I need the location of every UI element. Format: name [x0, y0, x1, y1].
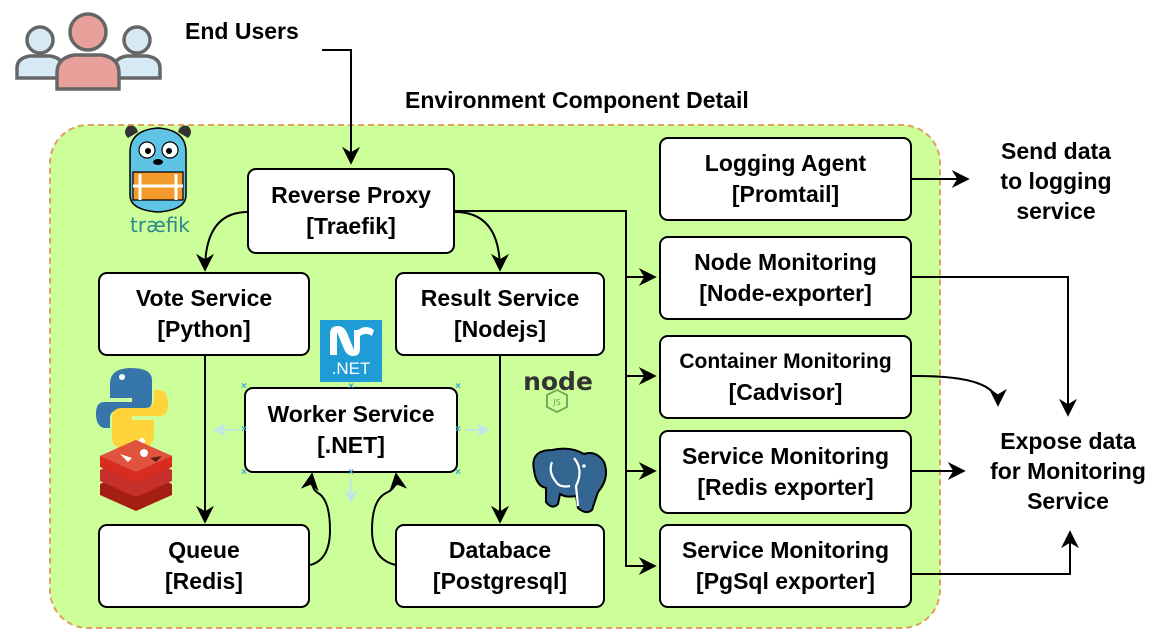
expose-monitoring-line-1: Expose data — [1000, 428, 1136, 454]
service-monitoring-redis-name: Service Monitoring — [681, 443, 890, 469]
service-monitoring-redis-box[interactable]: Service Monitoring [Redis exporter] — [659, 430, 912, 514]
result-service-box[interactable]: Result Service [Nodejs] — [395, 272, 605, 356]
reverse-proxy-tech: [Traefik] — [306, 213, 396, 239]
selection-handle[interactable]: × — [455, 381, 461, 392]
result-service-tech: [Nodejs] — [454, 316, 546, 342]
nodejs-logo-text: node — [523, 367, 593, 396]
edge-users-to-proxy — [322, 49, 360, 165]
expose-monitoring-line-2: for Monitoring — [990, 458, 1146, 484]
dotnet-logo-text: .NET — [332, 359, 371, 378]
node-monitoring-name: Node Monitoring — [694, 249, 877, 275]
result-service-name: Result Service — [420, 285, 580, 311]
queue-box[interactable]: Queue [Redis] — [98, 524, 310, 608]
edge-queue-to-worker — [300, 472, 332, 566]
node-monitoring-tech: [Node-exporter] — [699, 280, 872, 306]
selection-handle[interactable]: × — [348, 381, 354, 392]
end-users-label: End Users — [185, 18, 299, 44]
vote-service-box[interactable]: Vote Service [Python] — [98, 272, 310, 356]
service-monitoring-pgsql-box[interactable]: Service Monitoring [PgSql exporter] — [659, 524, 912, 608]
selection-handle[interactable]: × — [348, 467, 354, 478]
logging-agent-name: Logging Agent — [704, 150, 867, 176]
edge-container-to-expose — [911, 374, 1007, 407]
reverse-proxy-name: Reverse Proxy — [271, 182, 431, 208]
worker-service-name: Worker Service — [267, 401, 435, 427]
container-monitoring-tech: [Cadvisor] — [728, 379, 843, 405]
redis-logo-icon — [100, 440, 172, 511]
nodejs-logo-icon — [546, 388, 568, 414]
edge-pgsql-monitoring-to-expose — [912, 530, 1079, 575]
expose-monitoring-label: Expose data for Monitoring Service — [970, 426, 1166, 516]
send-logging-line-3: service — [1016, 198, 1096, 224]
traefik-logo-icon — [125, 125, 191, 213]
send-logging-line-1: Send data — [1001, 138, 1111, 164]
dotnet-logo-icon — [320, 320, 382, 382]
queue-name: Queue — [168, 537, 240, 563]
selection-handle[interactable]: × — [455, 424, 461, 435]
users-icon — [15, 12, 162, 91]
expose-monitoring-line-3: Service — [1027, 488, 1109, 514]
container-monitoring-box[interactable]: Container Monitoring [Cadvisor] — [659, 335, 912, 419]
edge-node-to-expose — [912, 276, 1077, 417]
edge-database-to-worker — [370, 472, 408, 566]
edge-proxy-to-vote — [196, 211, 249, 272]
vote-service-name: Vote Service — [135, 285, 273, 311]
logging-agent-tech: [Promtail] — [731, 181, 840, 207]
reverse-proxy-box[interactable]: Reverse Proxy [Traefik] — [247, 168, 455, 254]
selection-handle[interactable]: × — [241, 467, 247, 478]
postgresql-logo-icon — [532, 447, 607, 514]
environment-title: Environment Component Detail — [405, 87, 749, 113]
worker-service-box[interactable]: Worker Service [.NET] — [244, 387, 458, 473]
service-monitoring-pgsql-name: Service Monitoring — [681, 537, 890, 563]
send-logging-line-2: to logging — [1000, 168, 1112, 194]
edge-proxy-to-monitoring-bus — [455, 210, 657, 575]
database-name: Databace — [448, 537, 552, 563]
service-monitoring-pgsql-tech: [PgSql exporter] — [696, 568, 875, 594]
selection-handle[interactable]: × — [455, 467, 461, 478]
edge-proxy-to-result — [454, 211, 509, 272]
logging-agent-box[interactable]: Logging Agent [Promtail] — [659, 137, 912, 221]
container-monitoring-name: Container Monitoring — [679, 350, 892, 373]
nodejs-js-text: JS — [552, 398, 560, 407]
service-monitoring-redis-tech: [Redis exporter] — [697, 474, 874, 500]
database-tech: [Postgresql] — [432, 568, 568, 594]
worker-service-tech: [.NET] — [317, 432, 385, 458]
vote-service-tech: [Python] — [157, 316, 251, 342]
send-logging-label: Send data to logging service — [976, 136, 1136, 226]
python-logo-icon — [96, 368, 168, 450]
traefik-logo-text: træfik — [130, 213, 190, 237]
node-monitoring-box[interactable]: Node Monitoring [Node-exporter] — [659, 236, 912, 320]
selection-handle[interactable]: × — [241, 381, 247, 392]
database-box[interactable]: Databace [Postgresql] — [395, 524, 605, 608]
selection-handle[interactable]: × — [241, 424, 247, 435]
queue-tech: [Redis] — [165, 568, 243, 594]
